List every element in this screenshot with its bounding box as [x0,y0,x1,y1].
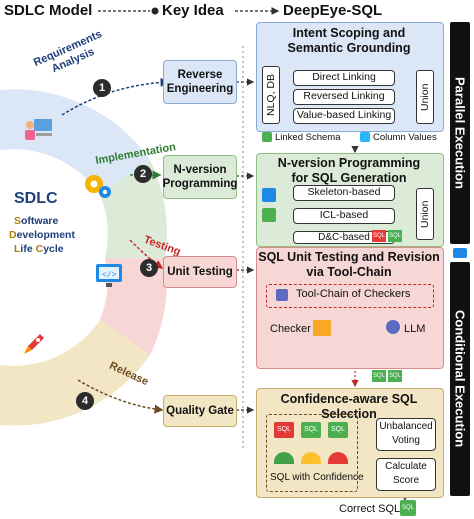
panel2-item-icl: ICL-based [293,208,395,224]
sql-candidate-badge: SQL [274,422,294,438]
panel2-item-dc: D&C-based [293,231,395,244]
panel1-nlq-db-label: NLQ, DB [262,66,280,124]
wheel-segment-3 [100,258,167,355]
idea-unit-testing: Unit Testing [163,256,237,288]
phase-arrow-1 [61,77,170,116]
checker-icon [313,320,331,336]
idea-n-version-programming: N-version Programming [163,155,237,199]
checker-label: Checker [270,323,311,335]
phase-number-1: 1 [93,79,111,97]
sql-badge: SQL [388,230,402,242]
panel2-item-skeleton: Skeleton-based [293,185,395,201]
panel1-item-reversed: Reversed Linking [293,89,395,105]
sidebar-conditional-execution: Conditional Execution [450,262,470,496]
header-key-idea: Key Idea [162,2,224,19]
column-values-icon [360,132,370,142]
correct-sql-badge: SQL [400,500,416,516]
sql-with-confidence-label: SQL with Confidence [270,472,364,483]
header-dot [151,7,159,15]
panel2-union: Union [416,188,434,240]
person-computer-icon [22,115,56,148]
gears-icon [82,170,114,207]
sidebar-parallel-execution: Parallel Execution [450,22,470,244]
wheel-subtitle: Software Development Life Cycle [9,215,75,255]
header-sdlc-model: SDLC Model [4,2,93,19]
wheel-segment-1 [0,89,150,195]
wheel-segment-2 [100,160,167,258]
phase-number-2: 2 [134,165,152,183]
svg-text:</>: </> [102,271,117,280]
panel1-union: Union [416,70,434,124]
sql-badge: SQL [388,370,402,382]
toolchain-icon [276,289,288,301]
panel1-item-value: Value-based Linking [293,108,395,124]
panel1-item-direct: Direct Linking [293,70,395,86]
gauge-icon [328,452,348,464]
phase-number-3: 3 [140,259,158,277]
header-deepeye-sql: DeepEye-SQL [283,2,383,19]
llm-icon [386,320,400,334]
gauge-icon [274,452,294,464]
wheel-segment-4 [0,320,150,426]
legend-linked-schema: Linked Schema [275,132,341,143]
rocket-icon [18,330,48,365]
sql-badge: SQL [372,370,386,382]
toolchain-box [266,284,434,308]
sql-candidates-box [266,414,358,492]
idea-reverse-engineering: Reverse Engineering [163,60,237,104]
code-screen-icon: </> [94,262,126,295]
linked-schema-icon [262,132,272,142]
database-icon [262,188,276,202]
legend-column-values: Column Values [373,132,437,143]
gauge-icon [301,452,321,464]
panel-unit-testing [256,247,444,369]
sql-candidate-badge: SQL [301,422,321,438]
idea-quality-gate: Quality Gate [163,395,237,427]
llm-label: LLM [404,323,426,335]
phase-arrow-4 [77,379,164,414]
schema-icon [262,208,276,222]
correct-sql-label: Correct SQL [339,503,401,515]
phase-number-4: 4 [76,392,94,410]
workflow-icon [453,248,467,258]
sql-candidate-badge: SQL [328,422,348,438]
toolchain-label: Tool-Chain of Checkers [296,288,411,300]
wheel-title: SDLC [14,190,58,207]
sql-badge: SQL [372,230,386,242]
